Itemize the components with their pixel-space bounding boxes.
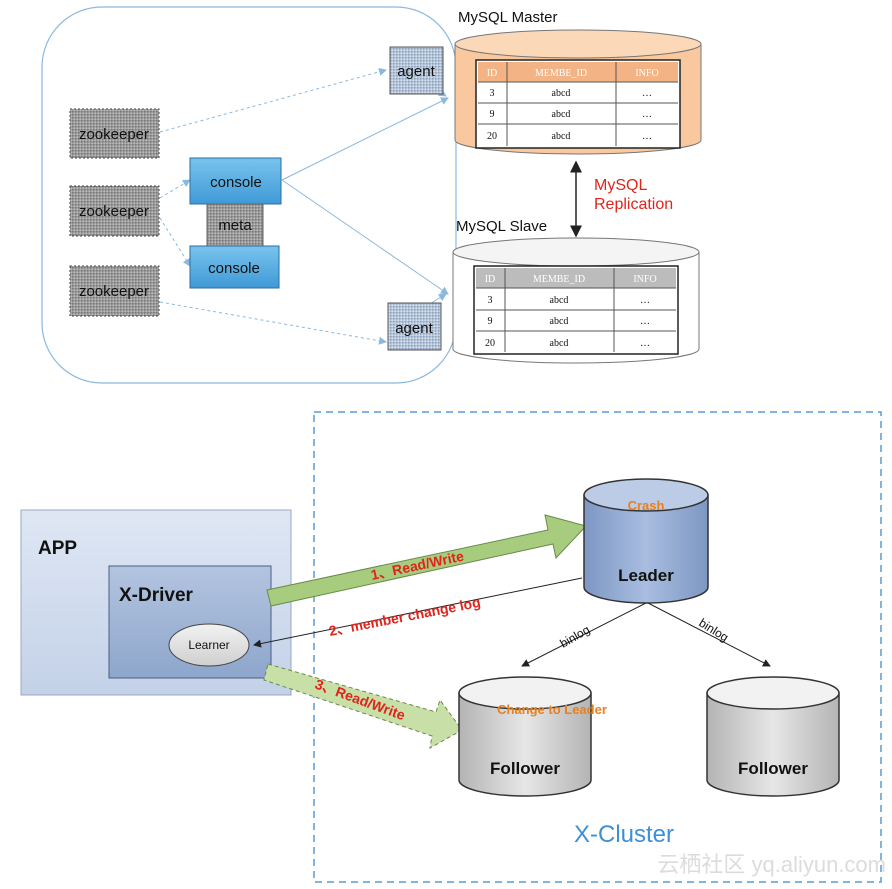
- leader-label: Leader: [618, 566, 674, 585]
- table-cell: abcd: [552, 131, 571, 142]
- table-cell: abcd: [550, 316, 569, 327]
- mysql-slave-title: MySQL Slave: [456, 218, 547, 235]
- leader-status: Crash: [628, 498, 665, 513]
- zookeeper-label: zookeeper: [79, 283, 149, 300]
- console-node-2: console: [189, 245, 280, 289]
- agent-label: agent: [397, 63, 435, 80]
- leader-node: Crash Leader: [583, 478, 709, 604]
- table-cell: abcd: [550, 338, 569, 349]
- table-cell: 9: [488, 316, 493, 327]
- table-header: ID: [487, 68, 498, 79]
- table-cell: 9: [490, 109, 495, 120]
- table-cell: abcd: [552, 88, 571, 99]
- read-write-arrow-1: 1、Read/Write: [266, 514, 587, 607]
- table-header: INFO: [635, 68, 658, 79]
- zookeeper-node-1: zookeeper: [69, 108, 160, 159]
- agent-node-master: agent: [389, 46, 444, 95]
- console-label: console: [210, 174, 262, 191]
- replication-label-line1: MySQL: [594, 177, 647, 194]
- console-node-1: console: [189, 157, 282, 205]
- table-cell: …: [640, 316, 650, 327]
- watermark: 云栖社区 yq.aliyun.com: [657, 852, 886, 877]
- meta-node: meta: [206, 203, 264, 247]
- replication-label-line2: Replication: [594, 196, 673, 213]
- table-header: MEMBE_ID: [533, 274, 585, 285]
- follower-node-2: Follower: [706, 676, 840, 797]
- read-write-arrow-3: 3、Read/Write: [263, 663, 463, 749]
- table-cell: …: [642, 131, 652, 142]
- app-label: APP: [38, 538, 77, 559]
- zookeeper-label: zookeeper: [79, 126, 149, 143]
- binlog-arrows: binlog binlog: [521, 602, 771, 667]
- mysql-master-title: MySQL Master: [458, 9, 557, 26]
- table-cell: …: [640, 338, 650, 349]
- table-cell: abcd: [550, 295, 569, 306]
- meta-label: meta: [218, 217, 252, 234]
- table-cell: …: [642, 88, 652, 99]
- learner-node: Learner: [168, 623, 250, 667]
- arrow1-label: 1、Read/Write: [369, 548, 465, 583]
- arrow2-label: 2、member change log: [328, 594, 482, 639]
- follower-label: Follower: [490, 759, 560, 778]
- mysql-master-table: ID MEMBE_ID INFO 3 abcd … 9 abcd … 20 ab…: [475, 59, 681, 149]
- table-cell: 20: [485, 338, 495, 349]
- zookeeper-label: zookeeper: [79, 203, 149, 220]
- table-cell: …: [642, 109, 652, 120]
- zookeeper-node-2: zookeeper: [69, 185, 160, 237]
- x-cluster-label: X-Cluster: [574, 821, 674, 848]
- mysql-slave-table: ID MEMBE_ID INFO 3 abcd … 9 abcd … 20 ab…: [473, 265, 679, 355]
- table-cell: abcd: [552, 109, 571, 120]
- table-cell: 20: [487, 131, 497, 142]
- deployment-boundary: [41, 6, 457, 384]
- connectors: [159, 67, 449, 345]
- console-label: console: [208, 260, 260, 277]
- table-cell: 3: [490, 88, 495, 99]
- table-header: INFO: [633, 274, 656, 285]
- learner-label: Learner: [188, 638, 229, 652]
- agent-label: agent: [395, 320, 433, 337]
- x-cluster-boundary: [313, 411, 882, 883]
- table-cell: 3: [488, 295, 493, 306]
- zookeeper-node-3: zookeeper: [69, 265, 160, 317]
- follower2-label: Follower: [738, 759, 808, 778]
- binlog-label: binlog: [558, 622, 593, 650]
- table-cell: …: [640, 295, 650, 306]
- binlog-label: binlog: [696, 616, 731, 645]
- table-header: MEMBE_ID: [535, 68, 587, 79]
- table-header: ID: [485, 274, 496, 285]
- agent-node-slave: agent: [387, 302, 442, 351]
- follower-status: Change to Leader: [497, 702, 607, 717]
- x-driver-label: X-Driver: [119, 585, 194, 606]
- follower-node-1: Change to Leader Follower: [458, 676, 607, 797]
